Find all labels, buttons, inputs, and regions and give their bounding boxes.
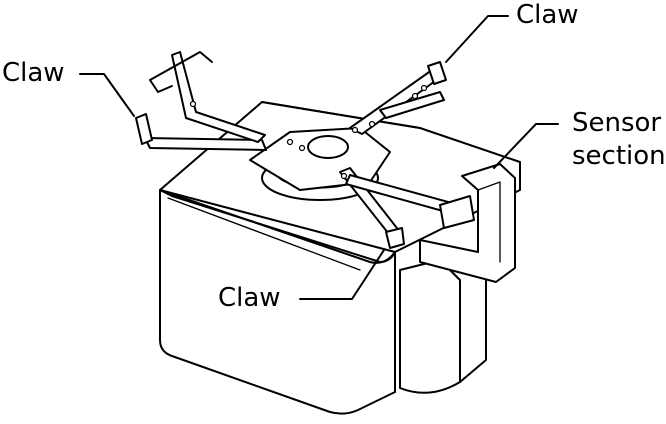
leader-lines: [79, 15, 559, 300]
label-sensor-line1: Sensor: [572, 108, 662, 138]
rivets: [189, 84, 428, 180]
sensor-section: [399, 163, 516, 394]
claw-bottom: [385, 227, 405, 249]
label-claw-bottom: Claw: [218, 283, 281, 313]
label-sensor-line2: section: [572, 141, 666, 171]
claw-left: [135, 113, 153, 145]
label-sensor-section: Sensor section: [572, 107, 666, 173]
claw-top: [427, 61, 447, 85]
label-claw-top: Claw: [516, 0, 579, 30]
label-claw-left: Claw: [2, 58, 65, 88]
claw-arms: [144, 51, 471, 239]
